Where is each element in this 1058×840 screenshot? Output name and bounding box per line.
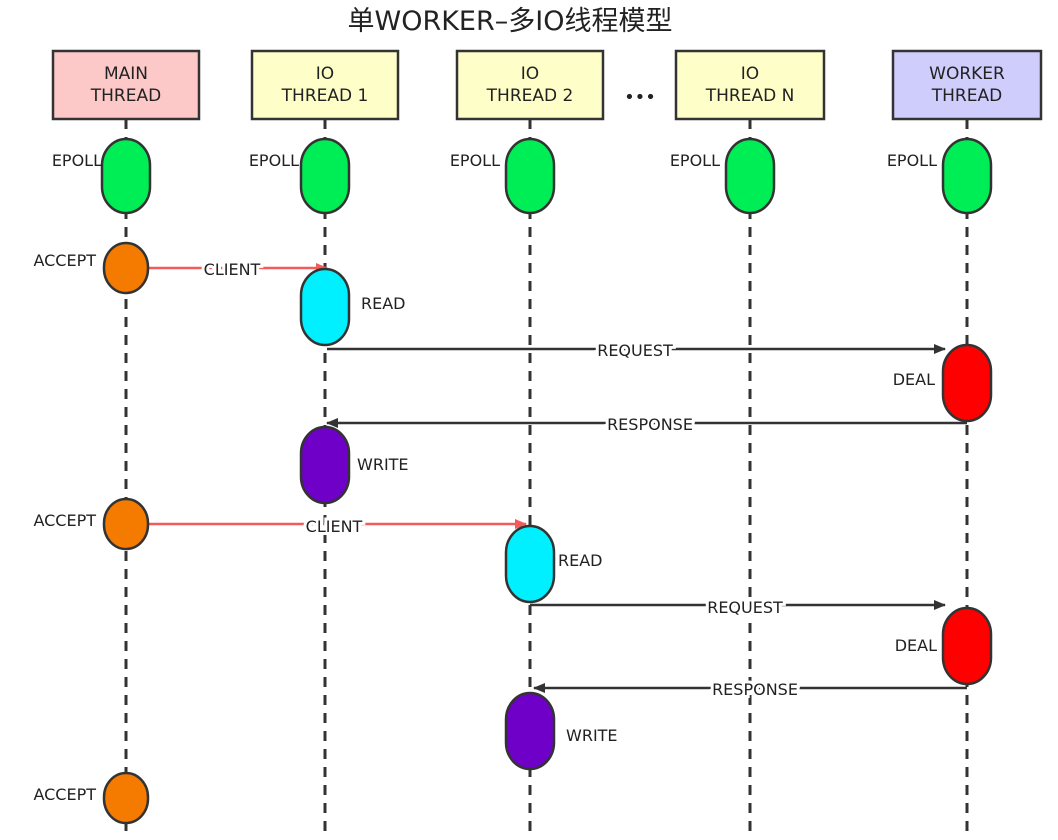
accept-shape bbox=[102, 241, 150, 295]
lane-header-line1: IO bbox=[521, 64, 539, 84]
deal-shape bbox=[941, 606, 993, 686]
accept-label: ACCEPT bbox=[33, 251, 96, 270]
lane-header-box bbox=[250, 49, 400, 121]
node-io2-epoll: EPOLL bbox=[450, 137, 556, 215]
node-accept-2: ACCEPT bbox=[33, 497, 150, 551]
node-ion-epoll: EPOLL bbox=[670, 137, 776, 215]
lane-header-box bbox=[455, 49, 605, 121]
arrow-client-2: CLIENT bbox=[148, 514, 527, 539]
read-shape bbox=[299, 267, 351, 347]
ellipsis-more-io-threads: ••• bbox=[624, 87, 656, 108]
write-label: WRITE bbox=[357, 455, 409, 474]
node-deal-1: DEAL bbox=[893, 343, 993, 423]
lane-header-box bbox=[51, 49, 201, 121]
arrow-label: RESPONSE bbox=[607, 415, 693, 434]
epoll-shape bbox=[724, 137, 776, 215]
lane-header-box bbox=[891, 49, 1043, 121]
lane-header-line1: IO bbox=[741, 64, 759, 84]
accept-label: ACCEPT bbox=[33, 511, 96, 530]
epoll-shape bbox=[299, 137, 351, 215]
deal-label: DEAL bbox=[895, 636, 937, 655]
node-main-epoll: EPOLL bbox=[52, 137, 152, 215]
arrow-response-1: RESPONSE bbox=[326, 412, 967, 437]
node-write-2: WRITE bbox=[504, 691, 618, 771]
node-write-1: WRITE bbox=[299, 425, 409, 505]
lane-header-line2: THREAD 1 bbox=[281, 86, 369, 106]
write-shape bbox=[504, 691, 556, 771]
arrow-request-2: REQUEST bbox=[530, 595, 946, 620]
arrow-label: CLIENT bbox=[204, 260, 261, 279]
lane-header-line1: IO bbox=[316, 64, 334, 84]
node-io1-epoll: EPOLL bbox=[249, 137, 351, 215]
arrow-label: REQUEST bbox=[707, 598, 783, 617]
activity-nodes: EPOLL EPOLL EPOLL EPOLL EPOLL ACCEPT READ DEAL W… bbox=[33, 137, 993, 825]
write-shape bbox=[299, 425, 351, 505]
arrow-client-1: CLIENT bbox=[148, 257, 328, 282]
arrow-label: REQUEST bbox=[597, 341, 673, 360]
deal-shape bbox=[941, 343, 993, 423]
lane-header-line2: THREAD 2 bbox=[486, 86, 574, 106]
message-arrows: CLIENT REQUEST RESPONSE CLIENT REQUEST RESPON… bbox=[148, 257, 967, 702]
write-label: WRITE bbox=[566, 726, 618, 745]
arrow-label: RESPONSE bbox=[712, 680, 798, 699]
arrow-request-1: REQUEST bbox=[327, 338, 946, 363]
epoll-shape bbox=[100, 137, 152, 215]
accept-shape bbox=[102, 497, 150, 551]
node-read-2: READ bbox=[504, 524, 603, 604]
node-deal-2: DEAL bbox=[895, 606, 993, 686]
read-shape bbox=[504, 524, 556, 604]
epoll-label: EPOLL bbox=[52, 151, 102, 170]
lane-header-line2: THREAD bbox=[90, 86, 161, 106]
epoll-shape bbox=[941, 137, 993, 215]
deal-label: DEAL bbox=[893, 370, 935, 389]
accept-label: ACCEPT bbox=[33, 785, 96, 804]
epoll-shape bbox=[504, 137, 556, 215]
read-label: READ bbox=[361, 294, 406, 313]
accept-shape bbox=[102, 771, 150, 825]
lane-header-box bbox=[674, 49, 826, 121]
lane-header-line2: THREAD N bbox=[705, 86, 795, 106]
arrow-response-2: RESPONSE bbox=[533, 677, 967, 702]
diagram-title: 单WORKER–多IO线程模型 bbox=[348, 6, 673, 37]
node-accept-1: ACCEPT bbox=[33, 241, 150, 295]
node-read-1: READ bbox=[299, 267, 406, 347]
node-worker-epoll: EPOLL bbox=[887, 137, 993, 215]
lane-header-line2: THREAD bbox=[931, 86, 1002, 106]
epoll-label: EPOLL bbox=[450, 151, 500, 170]
read-label: READ bbox=[558, 551, 603, 570]
lane-header-line1: WORKER bbox=[929, 64, 1005, 84]
epoll-label: EPOLL bbox=[670, 151, 720, 170]
epoll-label: EPOLL bbox=[249, 151, 299, 170]
arrow-label: CLIENT bbox=[306, 517, 363, 536]
epoll-label: EPOLL bbox=[887, 151, 937, 170]
node-accept-3: ACCEPT bbox=[33, 771, 150, 825]
lane-header-line1: MAIN bbox=[104, 64, 148, 84]
